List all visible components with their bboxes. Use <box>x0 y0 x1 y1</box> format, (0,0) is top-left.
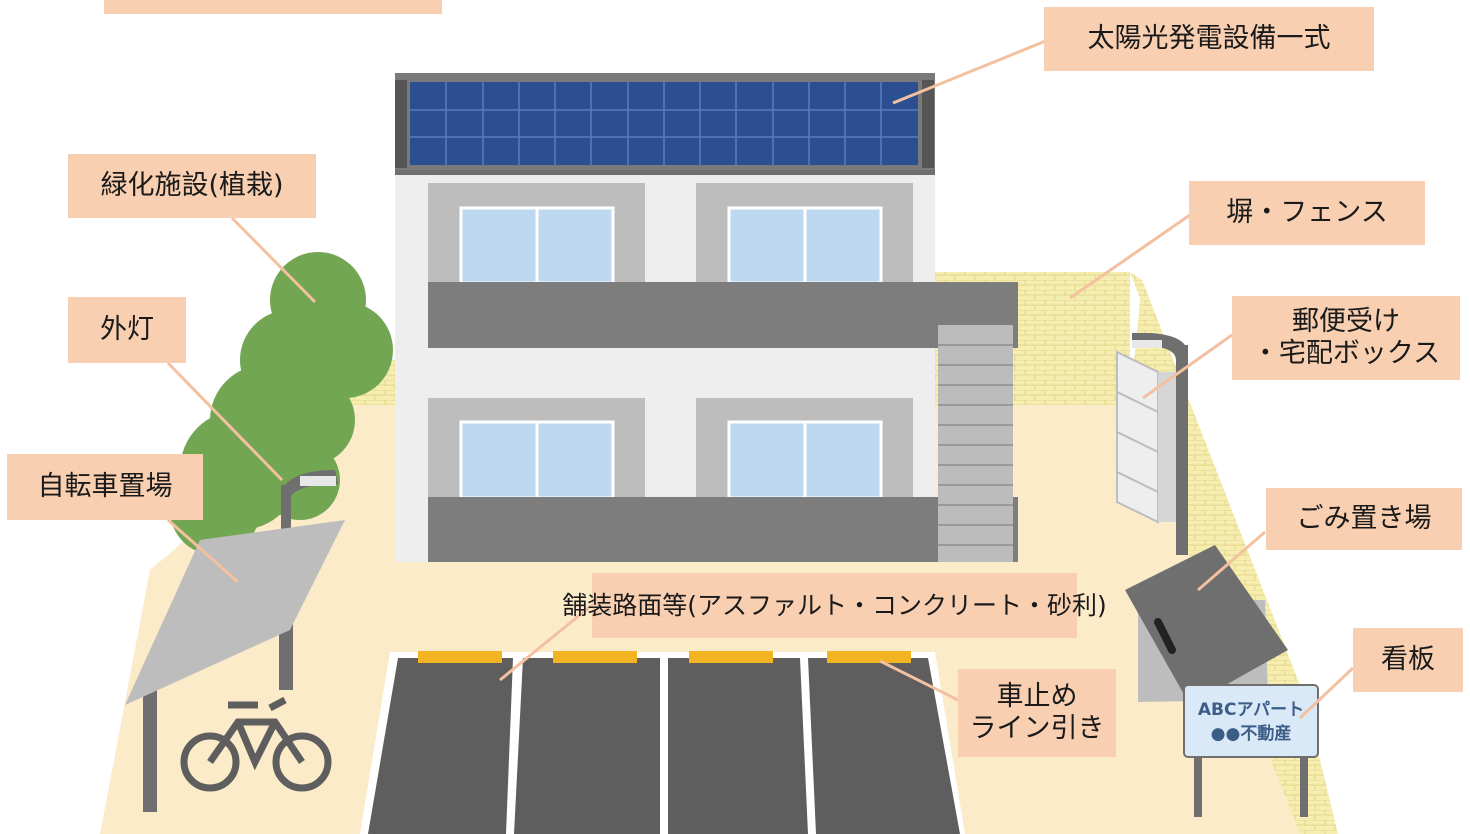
staircase <box>938 325 1013 562</box>
mailbox-label-line1: 郵便受け <box>1292 305 1400 337</box>
outdoor-light-right <box>1132 333 1188 555</box>
light-label: 外灯 <box>68 297 186 363</box>
wheel-stop <box>689 651 773 663</box>
solar-panels <box>395 73 935 170</box>
bicycle-icon <box>180 696 332 792</box>
bicycle-shelter <box>125 520 345 812</box>
balcony <box>428 282 1018 348</box>
leader-lines <box>166 38 1355 720</box>
wheel-stop-label-line1: 車止め <box>996 680 1078 712</box>
wheel-stop-label-line2: ライン引き <box>969 713 1105 744</box>
garbage-label: ごみ置き場 <box>1266 488 1462 550</box>
top-banner-label <box>104 0 442 14</box>
paving-label: 舗装路面等(アスファルト・コンクリート・砂利) <box>562 573 1107 638</box>
wheel-stop <box>418 651 502 663</box>
wheel-stop <box>553 651 637 663</box>
wheel-stop <box>827 651 911 663</box>
solar-label: 太陽光発電設備一式 <box>1044 7 1374 71</box>
bike-parking-label: 自転車置場 <box>7 454 203 520</box>
apartment-building <box>395 165 1018 562</box>
balcony <box>428 497 1018 562</box>
garbage-station <box>1125 545 1288 705</box>
wheel-stop-label: 車止め ライン引き <box>958 669 1116 757</box>
parking-lot <box>360 651 965 834</box>
signboard-text-line1: ABCアパート <box>1197 700 1305 720</box>
signboard <box>1183 684 1319 817</box>
greenery-label: 緑化施設(植栽) <box>68 154 316 218</box>
mailbox-label-line2: ・宅配ボックス <box>1251 338 1441 369</box>
fence-label: 塀・フェンス <box>1189 181 1425 245</box>
mailbox-label: 郵便受け ・宅配ボックス <box>1232 296 1460 380</box>
mailbox <box>1116 350 1176 524</box>
signboard-label: 看板 <box>1353 628 1463 692</box>
signboard-text-line2: ●●不動産 <box>1210 724 1292 744</box>
tree <box>170 252 393 555</box>
